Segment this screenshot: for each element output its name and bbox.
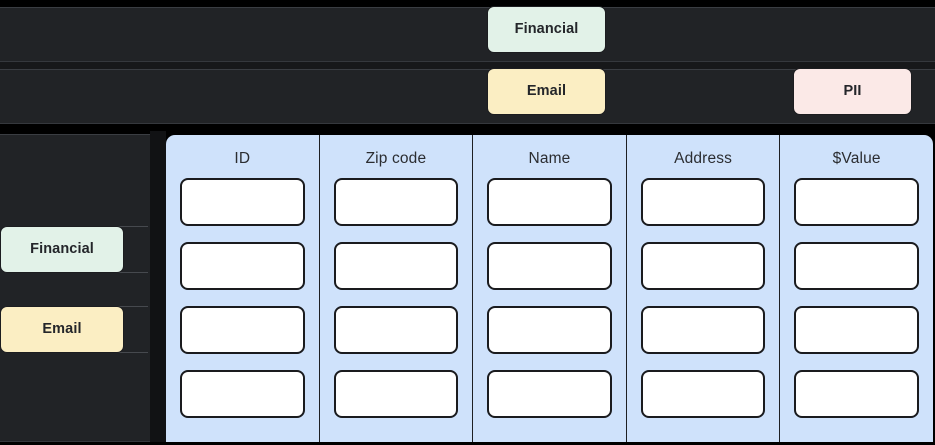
table-cell-zip-code-3[interactable] [333, 305, 459, 354]
table-cell-zip-code-1[interactable] [333, 177, 459, 226]
table-cell-address-4[interactable] [640, 369, 766, 418]
table-column-value: $Value [779, 135, 933, 445]
column-header-zip-code: Zip code [365, 150, 427, 167]
table-cell-id-4[interactable] [180, 369, 305, 418]
lower-region: Financial Email ID Zip code Name [0, 131, 935, 445]
data-table-panel: ID Zip code Name Address [166, 135, 933, 445]
sidebar-slot-financial: Financial [0, 225, 148, 273]
column-header-name: Name [528, 150, 571, 167]
tag-chip-email[interactable]: Email [487, 68, 606, 115]
table-cell-address-2[interactable] [640, 241, 766, 290]
table-cell-name-3[interactable] [487, 305, 612, 354]
table-cell-name-1[interactable] [487, 177, 612, 226]
tag-chip-financial[interactable]: Financial [487, 6, 606, 53]
table-cell-value-4[interactable] [794, 369, 919, 418]
table-column-id: ID [166, 135, 319, 445]
table-cell-name-2[interactable] [487, 241, 612, 290]
table-cell-value-2[interactable] [794, 241, 919, 290]
table-cell-zip-code-2[interactable] [333, 241, 459, 290]
sidebar-table-gap [150, 131, 166, 445]
column-header-address: Address [674, 150, 733, 167]
table-cell-value-1[interactable] [794, 177, 919, 226]
table-cell-zip-code-4[interactable] [333, 369, 459, 418]
table-cell-address-1[interactable] [640, 177, 766, 226]
table-cell-id-3[interactable] [180, 305, 305, 354]
sidebar-item-email[interactable]: Email [0, 305, 124, 353]
tag-row-email-pii: Email PII [0, 68, 935, 124]
table-column-address: Address [625, 135, 780, 445]
table-cell-id-2[interactable] [180, 241, 305, 290]
sidebar-slot-email: Email [0, 305, 148, 353]
column-header-id: ID [234, 150, 251, 167]
table-cell-value-3[interactable] [794, 305, 919, 354]
tag-chip-pii[interactable]: PII [793, 68, 912, 115]
table-cell-name-4[interactable] [487, 369, 612, 418]
table-column-name: Name [472, 135, 626, 445]
column-header-value: $Value [832, 150, 881, 167]
tag-row-divider [0, 62, 935, 69]
table-cell-id-1[interactable] [180, 177, 305, 226]
sidebar-panel: Financial Email [0, 134, 150, 442]
tag-row-financial: Financial [0, 6, 935, 62]
table-cell-address-3[interactable] [640, 305, 766, 354]
tag-rows-region: Financial Email PII [0, 0, 935, 131]
bottom-clip-edge [0, 442, 935, 445]
sidebar-item-financial[interactable]: Financial [0, 225, 124, 273]
table-column-zip-code: Zip code [318, 135, 473, 445]
